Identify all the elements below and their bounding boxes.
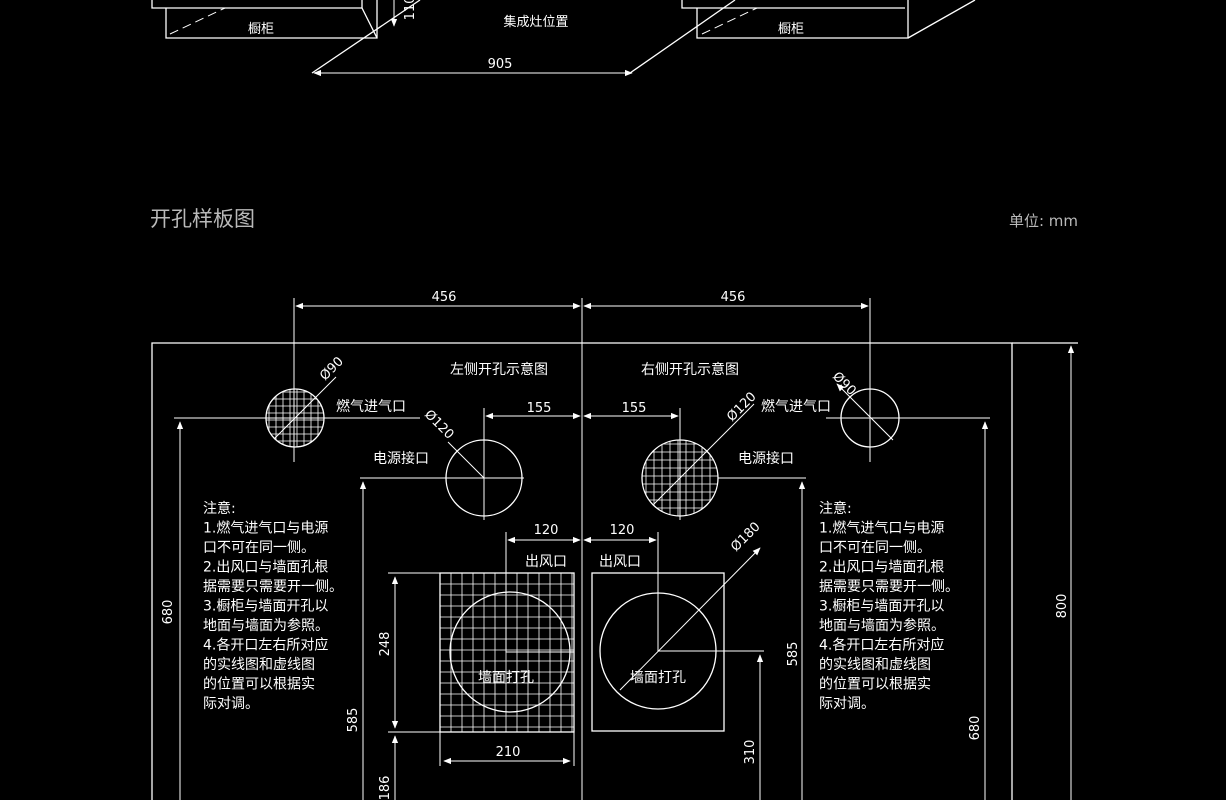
dim-120-right-label: 120 <box>610 523 635 538</box>
note-line: 的实线图和虚线图 <box>819 657 931 673</box>
dim-155-right-label: 155 <box>622 401 647 416</box>
dim-120-left-label: 120 <box>534 523 559 538</box>
note-line: 4.各开口左右所对应 <box>203 637 328 654</box>
note-line: 地面与墙面为参照。 <box>203 617 329 634</box>
gas-left-label: 燃气进气口 <box>336 398 406 415</box>
height-partial-label: 110 <box>403 0 418 20</box>
note-line: 的位置可以根据实 <box>203 677 315 693</box>
outlet-left-label: 出风口 <box>525 554 567 570</box>
gas-left-diameter: Ø90 <box>317 354 347 384</box>
section-title: 开孔样板图 <box>150 207 255 231</box>
wall-hole-left <box>439 572 575 733</box>
outlet-right-label: 出风口 <box>599 554 641 570</box>
note-line: 1.燃气进气口与电源 <box>819 520 944 537</box>
note-line: 注意: <box>203 500 236 517</box>
dim-186-label: 186 <box>378 776 393 800</box>
unit-label: 单位: mm <box>1009 212 1078 230</box>
note-line: 2.出风口与墙面孔根 <box>203 560 328 576</box>
cabinet-left-drawing <box>151 0 378 39</box>
note-line: 的实线图和虚线图 <box>203 657 315 673</box>
dim-310-label: 310 <box>743 740 758 765</box>
dim-456-right-label: 456 <box>721 290 746 305</box>
dim-800-label: 800 <box>1055 594 1070 619</box>
wall-hole-right-label: 墙面打孔 <box>630 669 686 686</box>
width-905-label: 905 <box>488 57 513 72</box>
left-diagram-title: 左侧开孔示意图 <box>450 361 548 378</box>
note-line: 1.燃气进气口与电源 <box>203 520 328 537</box>
power-right-diameter: Ø120 <box>724 389 759 424</box>
note-line: 际对调。 <box>203 696 259 712</box>
right-diagram-title: 右侧开孔示意图 <box>641 361 739 378</box>
note-line: 注意: <box>819 500 852 517</box>
dim-680-right-label: 680 <box>968 716 983 741</box>
wall-hole-right <box>591 547 764 732</box>
note-line: 据需要只需要开一侧。 <box>819 579 959 595</box>
stove-position-label: 集成灶位置 <box>503 14 568 30</box>
dim-210-label: 210 <box>496 745 521 760</box>
stove-outline <box>311 0 736 74</box>
dim-248-label: 248 <box>378 632 393 657</box>
dim-585-left-label: 585 <box>346 708 361 733</box>
note-line: 口不可在同一侧。 <box>819 540 931 556</box>
note-line: 地面与墙面为参照。 <box>819 617 945 634</box>
note-line: 2.出风口与墙面孔根 <box>819 560 944 576</box>
note-line: 口不可在同一侧。 <box>203 540 315 556</box>
dim-155-left-label: 155 <box>527 401 552 416</box>
power-right-label: 电源接口 <box>738 450 794 467</box>
power-interface-left <box>444 439 524 517</box>
note-line: 4.各开口左右所对应 <box>819 637 944 654</box>
power-left-diameter: Ø120 <box>421 407 456 442</box>
dim-585-right-label: 585 <box>786 642 801 667</box>
dim-456-left-label: 456 <box>432 290 457 305</box>
gas-right-label: 燃气进气口 <box>761 398 831 415</box>
wall-hole-left-label: 墙面打孔 <box>478 669 534 686</box>
cabinet-right-drawing <box>681 0 976 39</box>
note-line: 据需要只需要开一侧。 <box>203 579 343 595</box>
note-line: 际对调。 <box>819 696 875 712</box>
dim-680-left-label: 680 <box>161 600 176 625</box>
power-left-label: 电源接口 <box>373 450 429 467</box>
note-line: 3.橱柜与墙面开孔以 <box>203 599 328 615</box>
gas-inlet-left <box>265 376 337 448</box>
note-line: 3.橱柜与墙面开孔以 <box>819 599 944 615</box>
note-line: 的位置可以根据实 <box>819 677 931 693</box>
cabinet-right-label: 橱柜 <box>778 22 804 37</box>
cabinet-left-label: 橱柜 <box>248 22 274 37</box>
